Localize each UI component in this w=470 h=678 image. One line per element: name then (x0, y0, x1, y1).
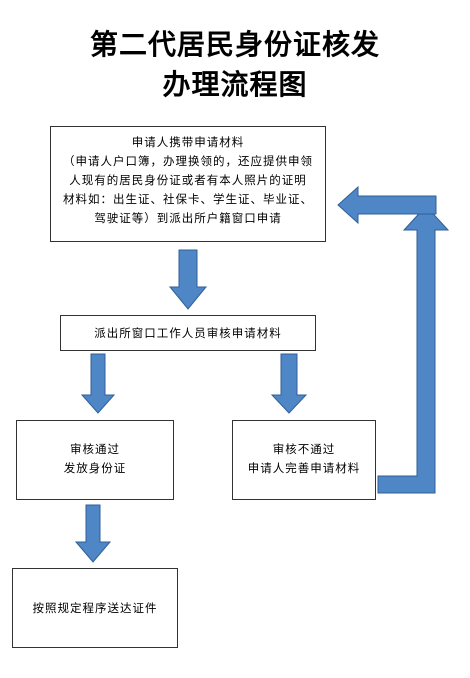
step-apply-line: （申请人户口簿，办理换领的，还应提供申领 (63, 154, 313, 168)
step-apply-line: 材料如：出生证、社保卡、学生证、毕业证、 (63, 192, 313, 206)
step-apply-box: 申请人携带申请材料 （申请人户口簿，办理换领的，还应提供申领 人现有的居民身份证… (50, 126, 326, 242)
diagram-title-line-1: 第二代居民身份证核发 (89, 28, 380, 61)
arrow-review-to-fail (270, 353, 308, 414)
arrow-review-to-pass (80, 353, 116, 414)
arrow-return-to-apply (337, 185, 437, 225)
step-pass-box: 审核通过 发放身份证 (16, 420, 174, 500)
step-review-box: 派出所窗口工作人员审核申请材料 (60, 315, 316, 351)
step-fail-box: 审核不通过 申请人完善申请材料 (232, 420, 376, 500)
arrow-apply-to-review (168, 249, 208, 310)
step-fail-line: 申请人完善申请材料 (247, 461, 361, 475)
step-pass-line: 发放身份证 (63, 461, 127, 475)
arrow-pass-to-deliver (74, 504, 112, 563)
step-apply-line: 人现有的居民身份证或者有本人照片的证明 (69, 173, 307, 187)
step-fail-line: 审核不通过 (272, 442, 336, 456)
step-review-line: 派出所窗口工作人员审核申请材料 (94, 326, 282, 340)
step-apply-line: 驾驶证等）到派出所户籍窗口申请 (94, 211, 282, 225)
step-pass-line: 审核通过 (70, 442, 120, 456)
step-deliver-line: 按照规定程序送达证件 (32, 601, 158, 615)
arrow-fail-loop-to-apply (377, 205, 450, 494)
step-apply-line: 申请人携带申请材料 (131, 135, 245, 149)
diagram-title-line-2: 办理流程图 (162, 68, 308, 101)
step-deliver-box: 按照规定程序送达证件 (12, 568, 178, 648)
